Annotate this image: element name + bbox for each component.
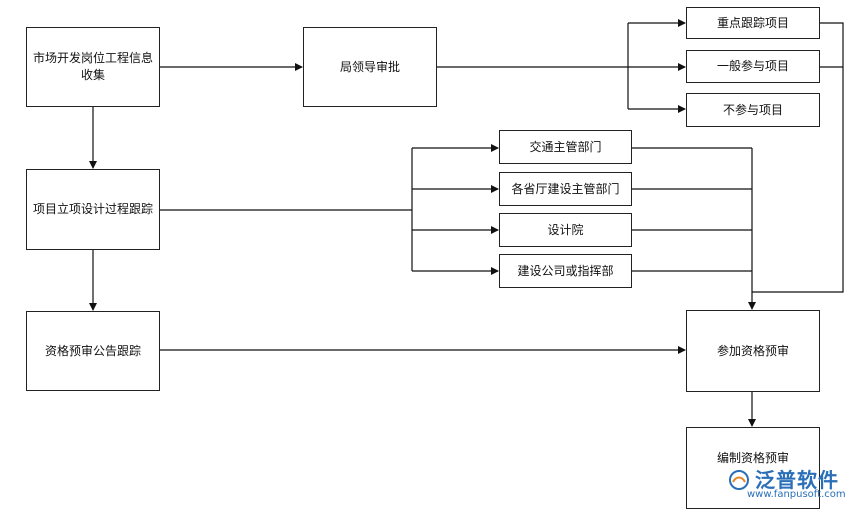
edge-approval-branch (437, 23, 629, 109)
node-transport-dept: 交通主管部门 (499, 130, 632, 164)
node-construction-company: 建设公司或指挥部 (499, 254, 632, 288)
node-not-participate: 不参与项目 (686, 93, 820, 127)
node-key-track: 重点跟踪项目 (686, 7, 820, 39)
brand-logo-icon (729, 470, 749, 490)
watermark: 泛普软件 www.fanpusoft.com (725, 464, 855, 508)
node-market-dev: 市场开发岗位工程信息收集 (26, 27, 160, 107)
node-prequal-notice: 资格预审公告跟踪 (26, 311, 160, 391)
node-project-tracking: 项目立项设计过程跟踪 (26, 169, 160, 250)
node-provincial-dept: 各省厅建设主管部门 (499, 172, 632, 206)
edge-tracking-branch (160, 148, 413, 271)
watermark-brand: 泛普软件 (755, 468, 839, 492)
node-general-participate: 一般参与项目 (686, 50, 820, 83)
edge-return-loop (752, 22, 844, 293)
node-design-institute: 设计院 (499, 213, 632, 247)
node-bureau-approval: 局领导审批 (303, 27, 437, 107)
edge-dept-merge (632, 147, 752, 272)
watermark-url: www.fanpusoft.com (747, 489, 846, 500)
node-join-prequal: 参加资格预审 (686, 310, 820, 392)
node-compile-prequal: 编制资格预审 (686, 427, 820, 509)
